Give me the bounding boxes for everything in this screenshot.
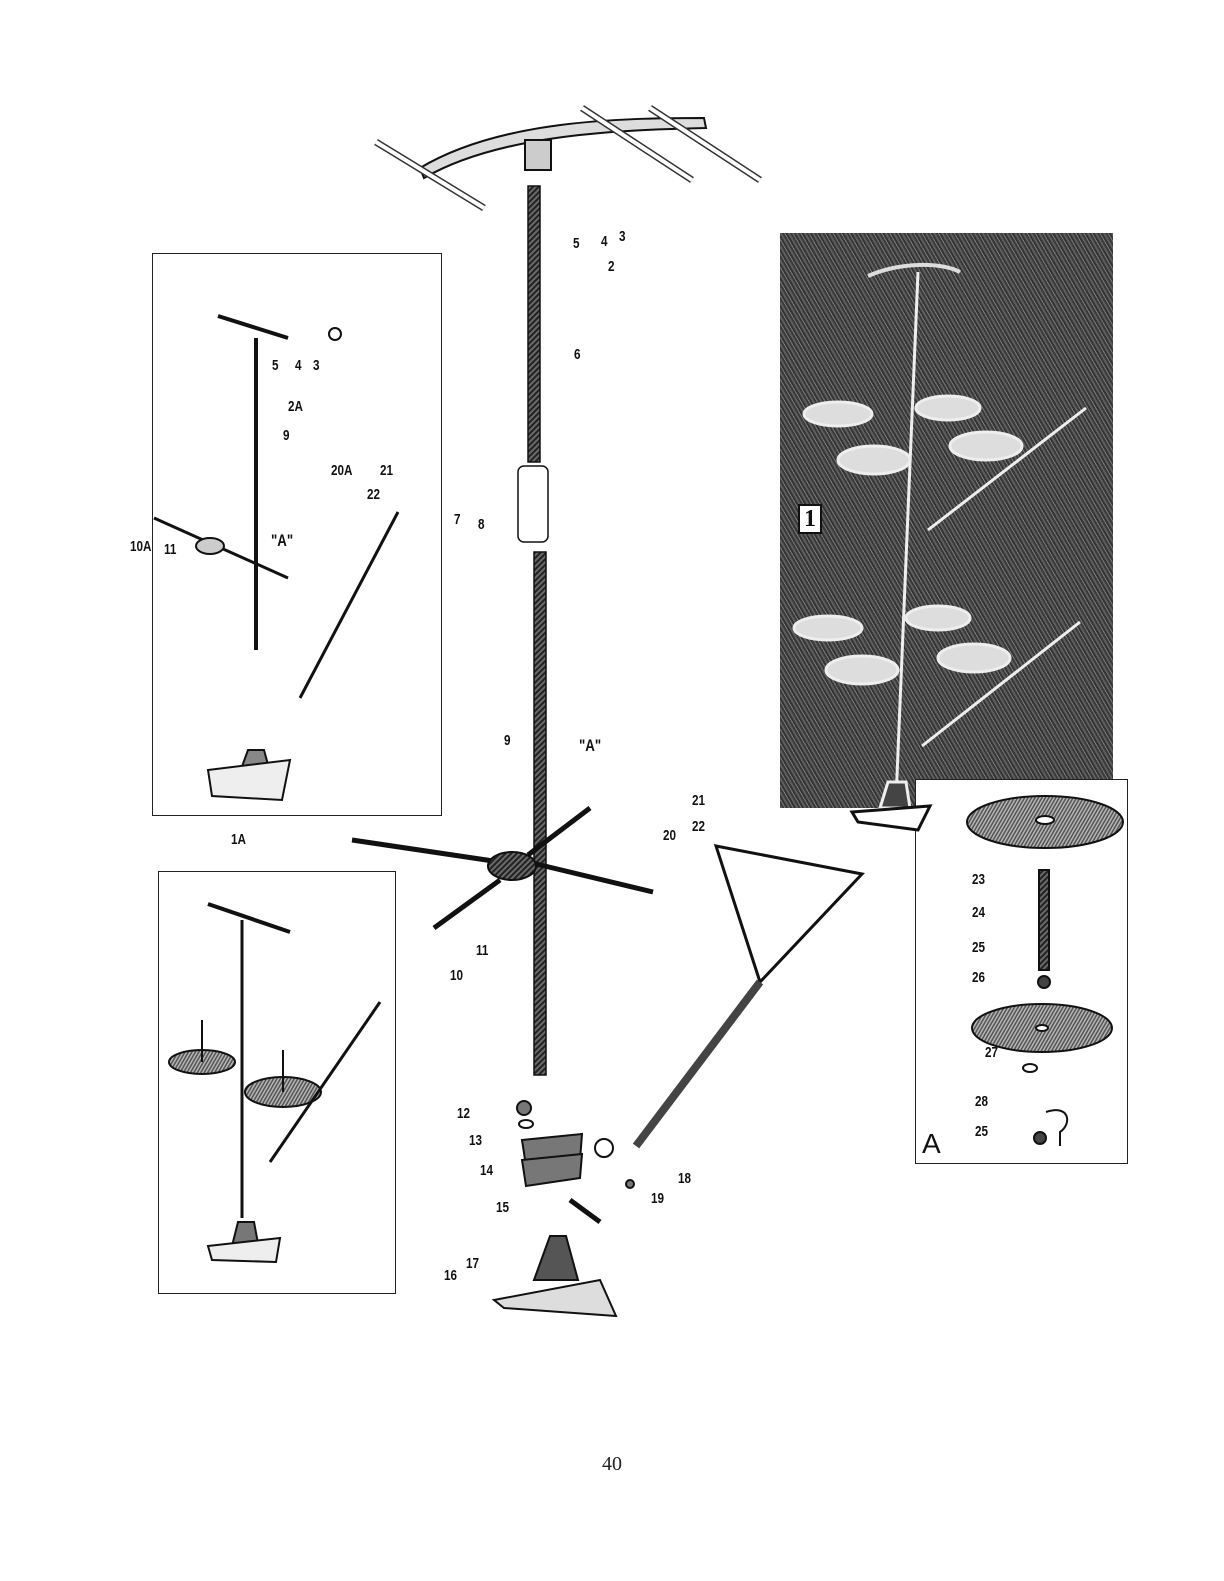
- inset-2a-drawing: [154, 316, 398, 800]
- label-inset-3: 3: [313, 358, 320, 373]
- label-25-b: 25: [975, 1124, 988, 1139]
- label-27: 27: [985, 1045, 998, 1060]
- label-28: 28: [975, 1094, 988, 1109]
- label-inset-2a: 2A: [288, 399, 303, 414]
- label-14: 14: [480, 1163, 493, 1178]
- label-17: 17: [466, 1256, 479, 1271]
- page-number: 40: [0, 1453, 1224, 1476]
- label-inset-21: 21: [380, 463, 393, 478]
- label-6: 6: [574, 347, 581, 362]
- clamp-parts: [494, 1101, 634, 1316]
- label-25: 25: [972, 940, 985, 955]
- label-24: 24: [972, 905, 985, 920]
- label-26: 26: [972, 970, 985, 985]
- label-13: 13: [469, 1133, 482, 1148]
- rods: [518, 186, 548, 1075]
- label-inset-4: 4: [295, 358, 302, 373]
- label-22: 22: [692, 819, 705, 834]
- label-5-top: 5: [573, 236, 580, 251]
- label-1a: 1A: [231, 832, 246, 847]
- upper-rod: [528, 186, 540, 462]
- label-18: 18: [678, 1171, 691, 1186]
- label-20: 20: [663, 828, 676, 843]
- detail-a-drawing: [967, 796, 1123, 1146]
- lower-rod: [534, 552, 546, 1075]
- label-10: 10: [450, 968, 463, 983]
- label-inset-a: "A": [271, 533, 293, 548]
- label-a-main: "A": [579, 738, 601, 753]
- spool-arms: [352, 808, 653, 928]
- label-12: 12: [457, 1106, 470, 1121]
- label-inset-20a: 20A: [331, 463, 352, 478]
- label-3-top: 3: [619, 229, 626, 244]
- label-inset-9: 9: [283, 428, 290, 443]
- label-23: 23: [972, 872, 985, 887]
- label-inset-11: 11: [164, 542, 176, 557]
- label-11: 11: [476, 943, 488, 958]
- label-4-top: 4: [601, 234, 608, 249]
- rod-coupling: [518, 466, 548, 542]
- label-19: 19: [651, 1191, 664, 1206]
- label-2: 2: [608, 259, 615, 274]
- top-crossbar: [376, 108, 760, 208]
- label-15: 15: [496, 1200, 509, 1215]
- label-8: 8: [478, 517, 485, 532]
- label-16: 16: [444, 1268, 457, 1283]
- label-7: 7: [454, 512, 461, 527]
- inset-1a-drawing: [169, 904, 380, 1262]
- label-21: 21: [692, 793, 705, 808]
- photo-stand-drawing: [794, 265, 1086, 830]
- label-inset-22: 22: [367, 487, 380, 502]
- label-inset-10a: 10A: [130, 539, 151, 554]
- label-9: 9: [504, 733, 511, 748]
- label-inset-5: 5: [272, 358, 279, 373]
- thread-guide-arm: [636, 846, 862, 1146]
